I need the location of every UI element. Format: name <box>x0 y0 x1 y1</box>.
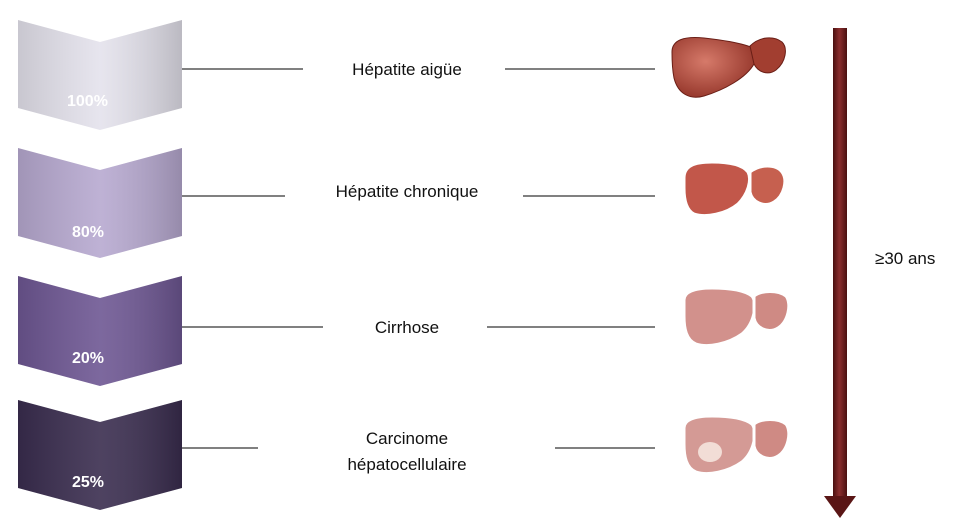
down-arrow-head <box>824 496 856 518</box>
liver-icon <box>684 416 789 474</box>
liver-illustrations <box>672 38 789 474</box>
stage-percent: 80% <box>72 224 104 241</box>
timeline-label: ≥30 ans <box>875 249 935 268</box>
stage-label: Hépatite aigüe <box>352 60 462 79</box>
stage-labels: Hépatite aigüe Hépatite chronique Cirrho… <box>182 60 655 474</box>
liver-icon <box>672 38 785 98</box>
stage-chevrons: 100% 80% 20% 25% <box>18 20 182 510</box>
stage-percent: 100% <box>67 93 108 110</box>
chevron-shading <box>18 400 182 510</box>
stage-percent: 20% <box>72 350 104 367</box>
timeline-arrow <box>824 28 856 518</box>
stage-label-line-2: hépatocellulaire <box>347 455 466 474</box>
chevron-stage-4: 25% <box>18 400 182 510</box>
chevron-stage-1: 100% <box>18 20 182 130</box>
chevron-stage-3: 20% <box>18 276 182 386</box>
down-arrow-icon <box>833 28 847 496</box>
chevron-shading <box>18 148 182 258</box>
chevron-shading <box>18 276 182 386</box>
liver-icon <box>684 288 789 346</box>
stage-label: Hépatite chronique <box>336 182 479 201</box>
chevron-shading <box>18 20 182 130</box>
chevron-stage-2: 80% <box>18 148 182 258</box>
stage-label: Cirrhose <box>375 318 439 337</box>
liver-icon <box>684 162 785 216</box>
stage-label-line-1: Carcinome <box>366 429 448 448</box>
stage-percent: 25% <box>72 474 104 491</box>
